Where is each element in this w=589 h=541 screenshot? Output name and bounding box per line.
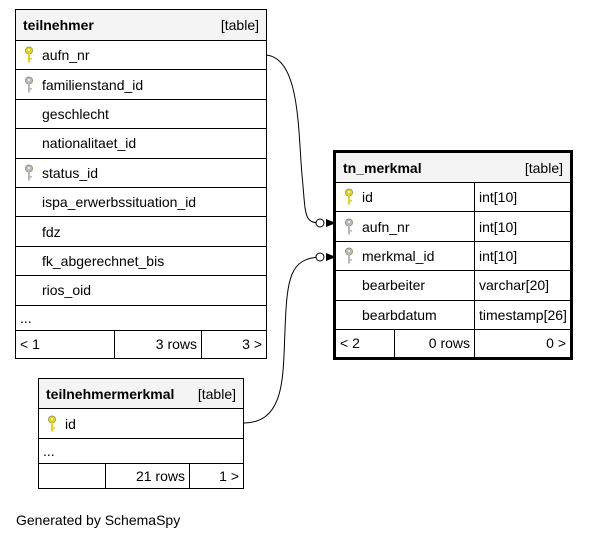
column-name: id <box>65 415 76 432</box>
column-row-merkmal-id[interactable]: merkmal_id int[10] <box>336 241 570 272</box>
column-name: ispa_erwerbssituation_id <box>42 194 197 211</box>
table-header: teilnehmermerkmal [table] <box>39 379 243 409</box>
column-name-cell: geschlecht <box>16 106 266 122</box>
column-name: aufn_nr <box>362 218 410 235</box>
column-name: bearbdatum <box>362 306 437 323</box>
column-row-fk-abgerechnet-bis[interactable]: fk_abgerechnet_bis <box>16 247 266 277</box>
children-link[interactable]: 1 > <box>189 464 243 488</box>
column-row-status-id[interactable]: status_id <box>16 159 266 188</box>
column-name-cell: aufn_nr <box>336 217 474 237</box>
column-type: timestamp[26] <box>474 300 570 329</box>
foreign-key-icon <box>344 217 362 237</box>
table-header: teilnehmer [table] <box>16 10 266 41</box>
column-row-nationalitaet-id[interactable]: nationalitaet_id <box>16 129 266 159</box>
column-name: geschlecht <box>42 105 109 122</box>
column-type: int[10] <box>474 183 570 212</box>
children-link[interactable]: 0 > <box>474 329 570 357</box>
column-row-id[interactable]: id int[10] <box>336 183 570 213</box>
column-row-aufn-nr[interactable]: aufn_nr int[10] <box>336 212 570 242</box>
edge-teilnehmer-to-tn-merkmal <box>265 54 322 224</box>
column-name-cell: id <box>39 414 243 434</box>
column-type: varchar[20] <box>474 271 570 300</box>
column-list: id int[10] aufn_nr int[10] merkmal_id int[10]… <box>336 183 570 357</box>
column-name-cell: merkmal_id <box>336 246 474 266</box>
foreign-key-icon <box>24 163 42 183</box>
column-row-familienstand-id[interactable]: familienstand_id <box>16 70 266 100</box>
edge-teilnehmer-end-circle <box>315 218 325 228</box>
column-name-cell: rios_oid <box>16 282 266 298</box>
column-row-bearbeiter[interactable]: bearbeiter varchar[20] <box>336 271 570 301</box>
row-count: 21 rows <box>105 464 189 488</box>
column-name-cell: nationalitaet_id <box>16 135 266 151</box>
column-name-cell: aufn_nr <box>16 45 266 65</box>
column-row-fdz[interactable]: fdz <box>16 217 266 247</box>
table-kind: [table] <box>197 385 236 402</box>
table-name[interactable]: teilnehmer <box>23 17 94 33</box>
row-count: 3 rows <box>114 330 201 358</box>
column-type: int[10] <box>474 241 570 271</box>
edge-teilnehmermerkmal-end-circle <box>315 252 325 262</box>
column-name: merkmal_id <box>362 247 435 264</box>
column-name-cell: bearbeiter <box>336 277 474 293</box>
generated-by-text: Generated by SchemaSpy <box>16 512 181 528</box>
column-name-cell: fdz <box>16 224 266 240</box>
edge-teilnehmer-arrow <box>326 219 336 227</box>
column-name: fdz <box>42 223 61 240</box>
parents-link[interactable]: < 2 <box>340 335 360 352</box>
column-name-cell: bearbdatum <box>336 307 474 323</box>
column-name-cell: familienstand_id <box>16 75 266 95</box>
foreign-key-icon <box>24 75 42 95</box>
primary-key-icon <box>344 187 362 207</box>
table-name[interactable]: teilnehmermerkmal <box>46 385 175 402</box>
column-type: int[10] <box>474 212 570 241</box>
primary-key-icon <box>47 414 65 434</box>
table-kind: [table] <box>524 159 563 176</box>
parents-link[interactable]: < 1 <box>20 336 40 353</box>
column-name-cell: id <box>336 187 474 207</box>
column-name: rios_oid <box>42 282 92 299</box>
column-row-bearbdatum[interactable]: bearbdatum timestamp[26] <box>336 300 570 330</box>
row-count: 0 rows <box>394 329 474 357</box>
table-header: tn_merkmal [table] <box>336 153 570 183</box>
primary-key-icon <box>24 45 42 65</box>
column-name-cell: ispa_erwerbssituation_id <box>16 194 266 210</box>
column-list: aufn_nr familienstand_id geschlecht nationa… <box>16 41 266 358</box>
column-name: fk_abgerechnet_bis <box>42 252 165 269</box>
edge-teilnehmermerkmal-arrow <box>326 253 336 261</box>
column-row-id[interactable]: id <box>39 409 243 439</box>
column-name-cell: fk_abgerechnet_bis <box>16 253 266 269</box>
table-name[interactable]: tn_merkmal <box>343 159 422 176</box>
column-name: status_id <box>42 164 99 181</box>
more-columns-ellipsis: ... <box>16 306 266 331</box>
column-name: familienstand_id <box>42 76 144 93</box>
edge-teilnehmermerkmal-to-tn-merkmal <box>242 256 322 424</box>
column-name: aufn_nr <box>42 47 90 64</box>
column-name-cell: status_id <box>16 163 266 183</box>
table-tn-merkmal[interactable]: tn_merkmal [table] id int[10] aufn_nr int[1… <box>333 150 573 360</box>
children-link[interactable]: 3 > <box>201 330 266 358</box>
column-name: id <box>362 189 373 206</box>
table-kind: [table] <box>220 17 259 33</box>
more-columns-ellipsis: ... <box>39 439 243 464</box>
column-name: bearbeiter <box>362 277 426 294</box>
column-row-rios-oid[interactable]: rios_oid <box>16 276 266 306</box>
foreign-key-icon <box>344 246 362 266</box>
column-row-aufn-nr[interactable]: aufn_nr <box>16 41 266 71</box>
parents-link[interactable] <box>39 464 105 488</box>
column-row-ispa-erwerbssituation-id[interactable]: ispa_erwerbssituation_id <box>16 188 266 218</box>
column-name: nationalitaet_id <box>42 135 137 152</box>
column-row-geschlecht[interactable]: geschlecht <box>16 100 266 130</box>
table-teilnehmer[interactable]: teilnehmer [table] aufn_nr familienstand_… <box>15 9 267 359</box>
